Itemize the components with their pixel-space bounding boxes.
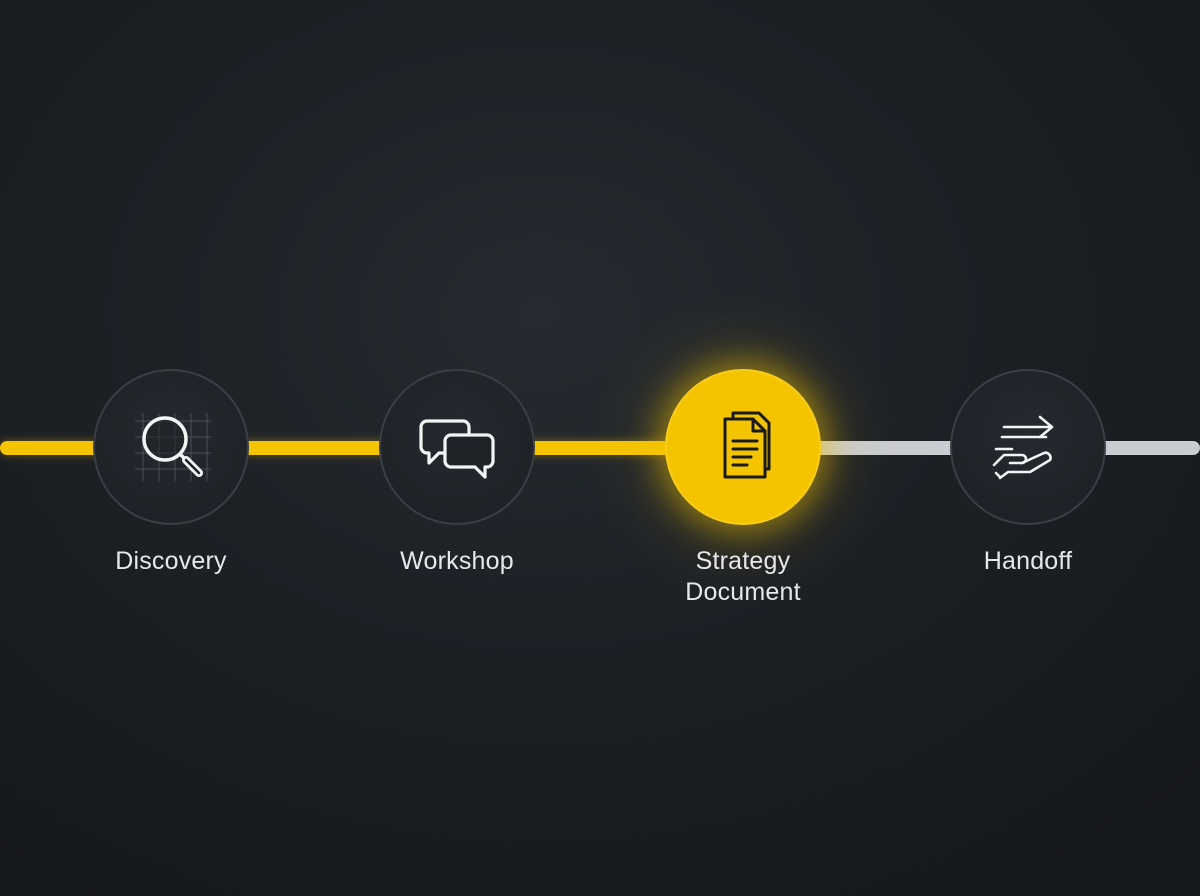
- step-workshop-label: Workshop: [400, 547, 514, 575]
- step-handoff-node[interactable]: [950, 369, 1106, 525]
- step-strategy-document-label: Strategy Document: [685, 547, 801, 606]
- documents-icon: [695, 399, 791, 495]
- step-discovery-node[interactable]: [93, 369, 249, 525]
- step-workshop-node[interactable]: [379, 369, 535, 525]
- magnifier-grid-icon: [123, 399, 219, 495]
- step-handoff-label: Handoff: [983, 547, 1073, 575]
- step-discovery-label: Discovery: [115, 547, 227, 575]
- hand-arrows-icon: [980, 399, 1076, 495]
- chat-bubbles-icon: [409, 399, 505, 495]
- step-strategy-document-node[interactable]: [665, 369, 821, 525]
